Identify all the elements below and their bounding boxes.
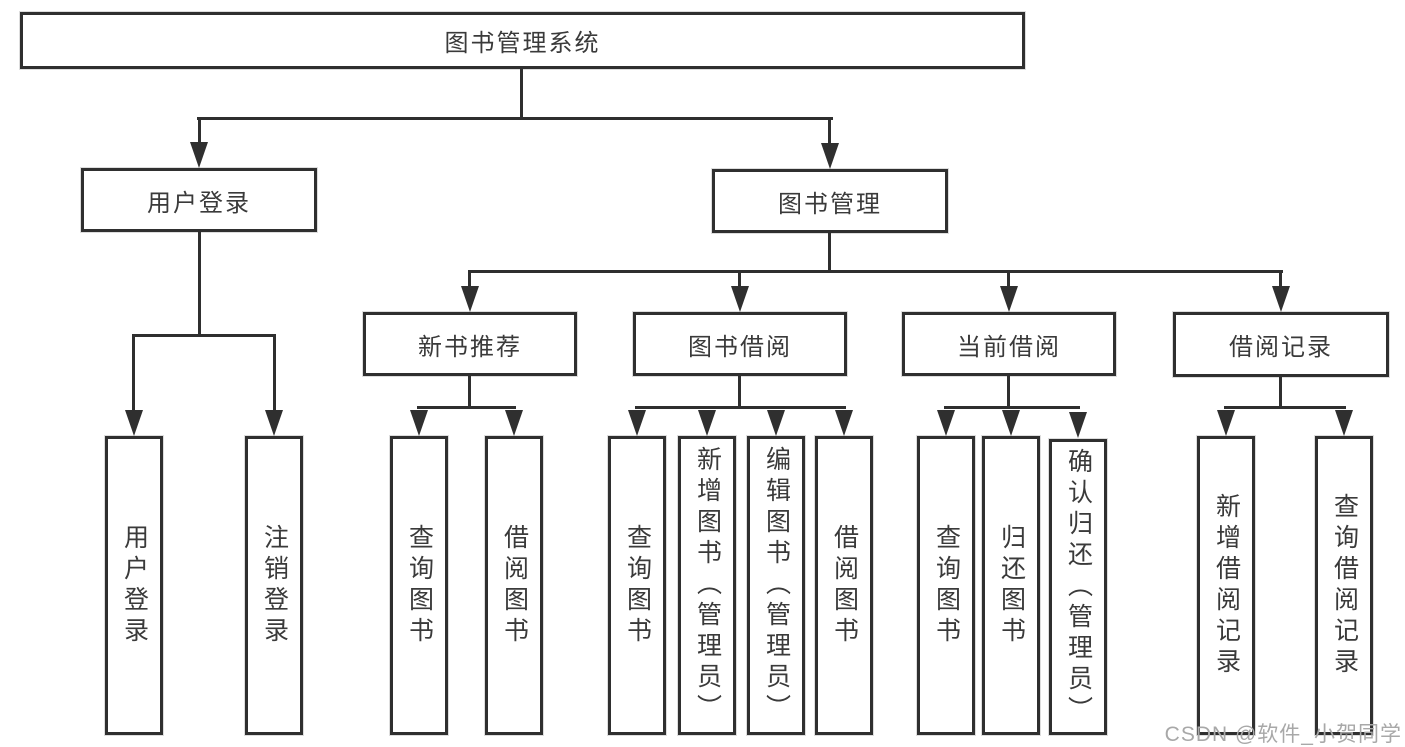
- connector-cb-vertical: [1007, 376, 1010, 409]
- leaf-logout: 注销登录: [245, 436, 303, 735]
- arrowhead-book-borrow: [731, 286, 749, 312]
- leaf-edit-books-admin: 编辑图书（管理员）: [747, 436, 805, 735]
- arrowhead-current-borrow: [1000, 286, 1018, 312]
- node-book-borrow: 图书借阅: [633, 312, 847, 376]
- leaf-add-borrow-record: 新增借阅记录: [1197, 436, 1255, 735]
- leaf-query-books-borrow: 查询图书: [608, 436, 666, 735]
- node-book-borrow-label: 图书借阅: [688, 333, 792, 361]
- leaf-label: 新增图书（管理员）: [693, 446, 722, 725]
- leaf-label: 查询图书: [932, 523, 961, 648]
- connector-cb-horizontal: [944, 406, 1080, 409]
- leaf-logout-label: 注销登录: [260, 523, 289, 648]
- leaf-query-books-recommend: 查询图书: [390, 436, 448, 735]
- leaf-user-login-label: 用户登录: [120, 523, 149, 648]
- node-new-book-recommend-label: 新书推荐: [418, 333, 522, 361]
- node-user-login: 用户登录: [81, 168, 317, 232]
- connector-stub: [198, 117, 201, 147]
- node-user-login-label: 用户登录: [147, 189, 251, 217]
- leaf-label: 查询图书: [623, 523, 652, 648]
- leaf-label: 查询图书: [405, 523, 434, 648]
- connector-ul-vertical: [198, 232, 201, 337]
- connector-stub: [468, 270, 471, 290]
- leaf-label: 借阅图书: [500, 523, 529, 648]
- node-book-management: 图书管理: [712, 169, 948, 233]
- node-borrow-records: 借阅记录: [1173, 312, 1389, 377]
- leaf-return-books: 归还图书: [982, 436, 1040, 735]
- leaf-label: 查询借阅记录: [1330, 492, 1359, 679]
- connector-stub: [132, 334, 135, 414]
- arrowhead-leaf: [505, 410, 523, 436]
- connector-stub: [1279, 270, 1282, 290]
- node-borrow-records-label: 借阅记录: [1229, 334, 1333, 361]
- arrowhead-leaf: [698, 410, 716, 436]
- connector-stub: [828, 117, 831, 147]
- arrowhead-leaf: [767, 410, 785, 436]
- node-current-borrow: 当前借阅: [902, 312, 1116, 376]
- arrowhead-new-book-recommend: [461, 286, 479, 312]
- leaf-confirm-return-admin: 确认归还（管理员）: [1049, 439, 1107, 735]
- arrowhead-user-login: [190, 142, 208, 168]
- node-current-borrow-label: 当前借阅: [957, 333, 1061, 361]
- arrowhead-leaf: [1002, 410, 1020, 436]
- arrowhead-leaf: [937, 410, 955, 436]
- watermark: CSDN @软件_小贺同学: [1164, 723, 1402, 746]
- arrowhead-leaf: [410, 410, 428, 436]
- connector-br-horizontal: [1224, 406, 1346, 409]
- connector-ul-horizontal: [132, 334, 276, 337]
- connector-bb-horizontal: [635, 406, 846, 409]
- arrowhead-leaf: [1335, 410, 1353, 436]
- arrowhead-leaf: [1069, 412, 1087, 438]
- connector-bm-vertical: [828, 233, 831, 273]
- connector-bm-horizontal: [468, 270, 1283, 273]
- node-new-book-recommend: 新书推荐: [363, 312, 577, 376]
- arrowhead-borrow-records: [1272, 286, 1290, 312]
- node-book-management-label: 图书管理: [778, 190, 882, 218]
- node-root: 图书管理系统: [20, 12, 1025, 69]
- arrowhead-leaf: [265, 410, 283, 436]
- leaf-label: 确认归还（管理员）: [1064, 447, 1093, 727]
- leaf-borrow-books-recommend: 借阅图书: [485, 436, 543, 735]
- connector-br-vertical: [1279, 377, 1282, 409]
- connector-stub: [1007, 270, 1010, 290]
- leaf-query-borrow-record: 查询借阅记录: [1315, 436, 1373, 735]
- connector-nb-vertical: [468, 376, 471, 409]
- leaf-label: 新增借阅记录: [1212, 492, 1241, 679]
- leaf-label: 借阅图书: [830, 523, 859, 648]
- leaf-label: 归还图书: [997, 523, 1026, 648]
- leaf-query-books-current: 查询图书: [917, 436, 975, 735]
- connector-stub: [738, 270, 741, 290]
- arrowhead-book-management: [821, 143, 839, 169]
- connector-nb-horizontal: [417, 406, 516, 409]
- arrowhead-leaf: [628, 410, 646, 436]
- connector-root-vertical: [520, 69, 523, 119]
- connector-stub: [273, 334, 276, 414]
- arrowhead-leaf: [1217, 410, 1235, 436]
- arrowhead-leaf: [125, 410, 143, 436]
- leaf-label: 编辑图书（管理员）: [762, 446, 791, 725]
- connector-root-horizontal: [197, 117, 833, 120]
- node-root-label: 图书管理系统: [444, 30, 601, 57]
- leaf-add-books-admin: 新增图书（管理员）: [678, 436, 736, 735]
- leaf-borrow-books: 借阅图书: [815, 436, 873, 735]
- arrowhead-leaf: [835, 410, 853, 436]
- connector-bb-vertical: [738, 376, 741, 409]
- leaf-user-login: 用户登录: [105, 436, 163, 735]
